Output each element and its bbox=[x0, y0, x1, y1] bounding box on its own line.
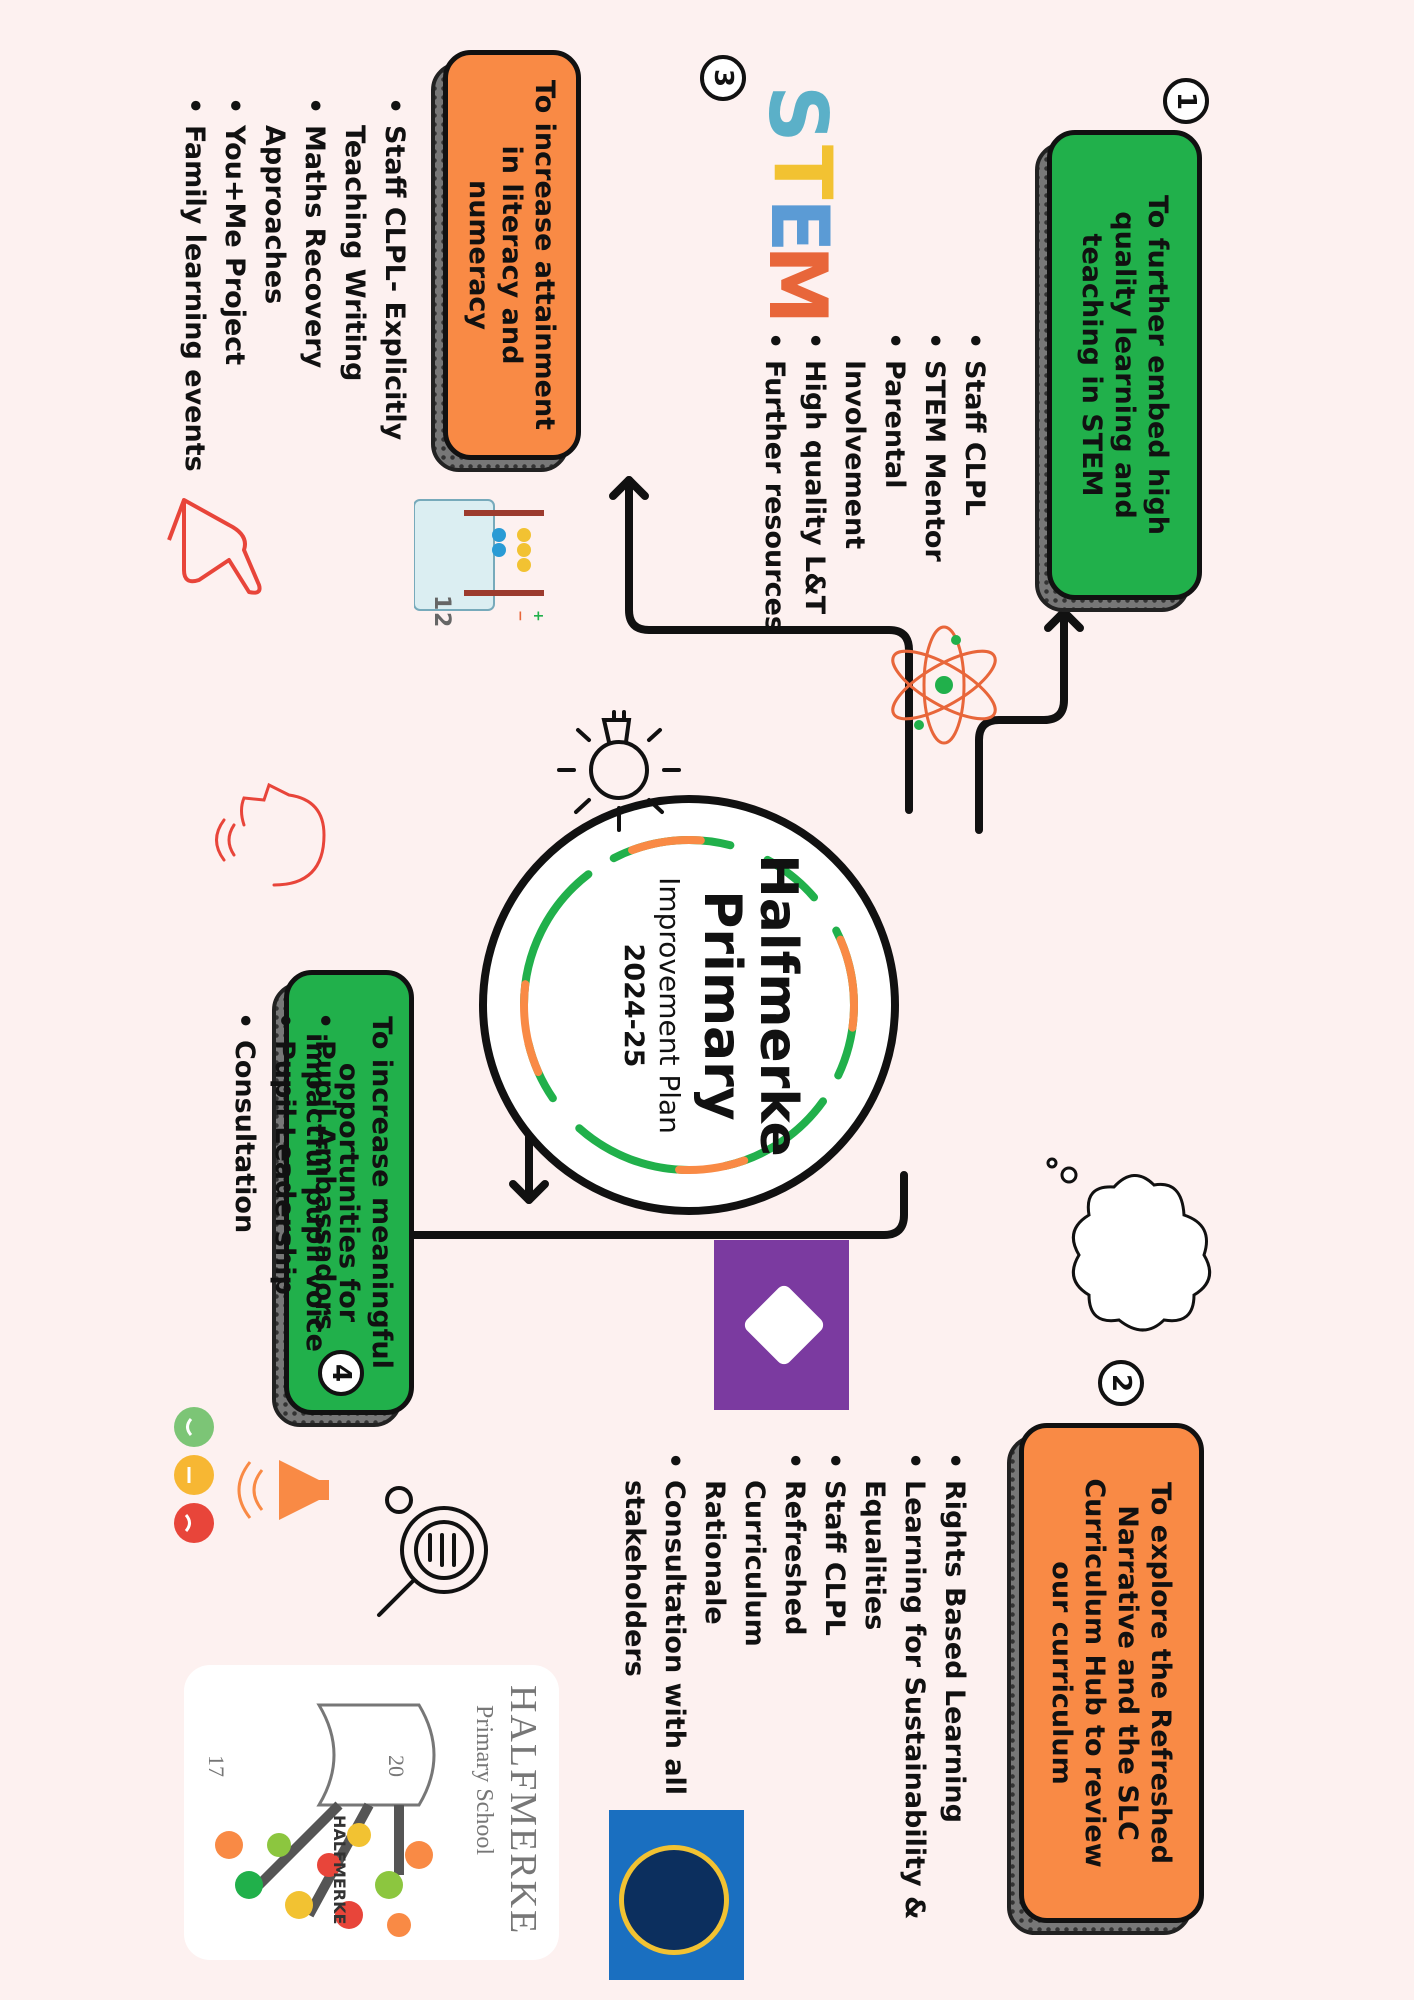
magnifier-icon bbox=[377, 1486, 488, 1617]
goal-3-text: To increase attainment in literacy and n… bbox=[463, 79, 561, 431]
goal-2-number: 2 bbox=[1098, 1360, 1144, 1406]
logo-tree-graphic bbox=[215, 1703, 436, 1937]
hub-year: 2024-25 bbox=[618, 943, 649, 1068]
cheering-hand-icon bbox=[167, 498, 262, 595]
stem-letter: M bbox=[751, 245, 844, 325]
connector-goal-1 bbox=[975, 608, 1068, 834]
goal-2-bullet: Rights Based Learning bbox=[934, 1480, 974, 1940]
goal-4-bullet: Pupil Ambassadors bbox=[304, 1040, 344, 1390]
stem-letter: T bbox=[756, 145, 849, 200]
goal-3-bullets: Staff CLPL- Explicitly Teaching Writing … bbox=[174, 95, 414, 505]
curriculum-hub-image bbox=[609, 1810, 744, 1980]
feedback-faces-icon bbox=[174, 1407, 214, 1543]
svg-text:+: + bbox=[530, 610, 546, 622]
goal-1-text: To further embed high quality learning a… bbox=[1076, 194, 1173, 536]
logo-school-sub: Primary School bbox=[471, 1705, 497, 1855]
lightbulb-icon bbox=[557, 710, 681, 832]
goal-3-number: 3 bbox=[700, 55, 746, 101]
goal-2-bullet: Refreshed Curriculum Rationale bbox=[694, 1480, 814, 1790]
goal-2-box: To explore the Refreshed Narrative and t… bbox=[1019, 1423, 1204, 1923]
maths-digit: 2 bbox=[429, 612, 454, 628]
abacus-graphic: + − bbox=[413, 499, 546, 622]
logo-year-right: 17 bbox=[204, 1755, 229, 1777]
thought-cloud-icon bbox=[1046, 1157, 1212, 1332]
logo-year-left: 20 bbox=[384, 1755, 409, 1777]
goal-1-box: To further embed high quality learning a… bbox=[1047, 130, 1202, 600]
hub-title: Halfmerke Primary bbox=[692, 854, 808, 1157]
goal-3-bullet: Maths Recovery Approaches bbox=[254, 125, 334, 415]
abacus-icon: + − 1 2 bbox=[413, 480, 554, 630]
goal-1-bullet: Further resources bbox=[754, 360, 794, 680]
atom-icon bbox=[891, 625, 997, 745]
goal-4-bullet: Pupil Leadership bbox=[264, 1040, 304, 1390]
consultation-leaflet-image bbox=[714, 1240, 849, 1410]
hub-ring bbox=[520, 836, 858, 1174]
lamp-icon bbox=[237, 1460, 329, 1520]
goal-3-bullet: Family learning events bbox=[174, 125, 214, 505]
svg-text:−: − bbox=[512, 610, 528, 622]
logo-school-name: HALFMERKE bbox=[502, 1685, 544, 1936]
speaking-head-icon bbox=[215, 782, 326, 887]
stem-illustration: S T E M bbox=[724, 80, 864, 325]
goal-1-number: 1 bbox=[1163, 78, 1209, 124]
goal-2-text: To explore the Refreshed Narrative and t… bbox=[1046, 1478, 1177, 1868]
goal-2-bullet: Consultation with all stakeholders bbox=[614, 1480, 694, 1820]
maths-digit: 1 bbox=[429, 595, 454, 611]
hub-subtitle: Improvement Plan bbox=[653, 877, 686, 1134]
goal-2-bullet: Learning for Sustainability & Equalities bbox=[854, 1480, 934, 1920]
goal-3-bullet: Staff CLPL- Explicitly Teaching Writing bbox=[334, 125, 414, 455]
goal-4-bullet: Consultation bbox=[224, 1040, 264, 1390]
stem-letter: S bbox=[751, 85, 844, 143]
goal-3-box: To increase attainment in literacy and n… bbox=[443, 50, 581, 460]
goal-2-bullet: Staff CLPL bbox=[814, 1480, 854, 1940]
school-logo: HALFMERKE Primary School HALFMERKE 20 17 bbox=[184, 1665, 559, 1960]
goal-3-bullet: You+Me Project bbox=[214, 125, 254, 505]
hub-circle: Halfmerke Primary Improvement Plan 2024-… bbox=[479, 795, 899, 1215]
logo-tree-letters: HALFMERKE bbox=[330, 1815, 349, 1925]
goal-1-bullet: High quality L&T bbox=[794, 360, 834, 680]
goal-4-bullets: Pupil Ambassadors Pupil Leadership Consu… bbox=[224, 1010, 344, 1390]
goal-1-bullet: Parental Involvement bbox=[834, 360, 914, 549]
